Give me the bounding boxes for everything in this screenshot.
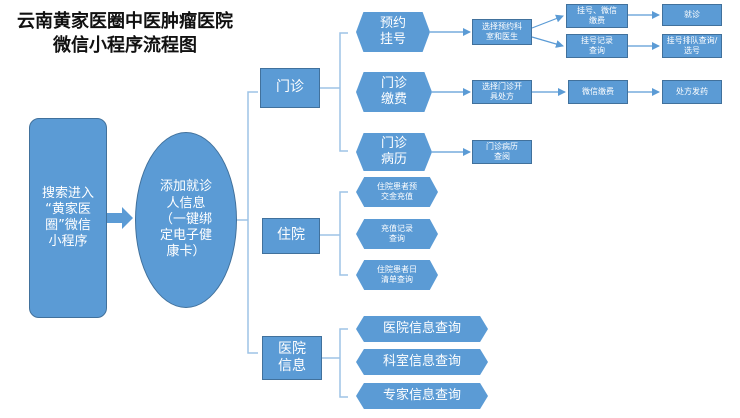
node-appointment: 预约 挂号 xyxy=(356,12,430,52)
node-dispense: 处方发药 xyxy=(662,80,722,104)
page-title: 云南黄家医圈中医肿瘤医院 微信小程序流程图 xyxy=(14,10,236,59)
node-select-dept: 选择预约科 室和医生 xyxy=(472,19,532,45)
node-wechat-pay: 微信缴费 xyxy=(568,80,628,104)
node-hospital-query: 医院信息查询 xyxy=(356,316,488,342)
node-start: 搜索进入 “黄家医 圈”微信 小程序 xyxy=(29,118,107,318)
bracket-inpatient xyxy=(339,191,348,276)
title-line-1: 云南黄家医圈中医肿瘤医院 xyxy=(17,11,233,32)
node-outpatient: 门诊 xyxy=(260,68,320,108)
node-daily-list: 住院患者日 清单查询 xyxy=(356,260,438,290)
bracket-outpatient xyxy=(339,32,348,152)
node-medical-record: 门诊 病历 xyxy=(356,133,432,171)
brackets xyxy=(236,32,348,398)
node-inpatient: 住院 xyxy=(262,218,320,254)
node-select-prescription: 选择门诊开 具处方 xyxy=(472,80,532,104)
node-dept-query: 科室信息查询 xyxy=(356,349,488,375)
arrows xyxy=(430,11,660,156)
node-record-query: 门诊病历 查阅 xyxy=(472,140,532,164)
arrow-select-to-record xyxy=(531,36,564,48)
node-deposit-topup: 住院患者预 交金充值 xyxy=(356,177,438,207)
bracket-main xyxy=(247,91,258,354)
node-expert-query: 专家信息查询 xyxy=(356,383,488,409)
title-line-2: 微信小程序流程图 xyxy=(53,35,197,57)
node-register-pay: 挂号、微信 缴费 xyxy=(566,4,628,28)
node-add-patient: 添加就诊 人信息 （一键绑 定电子健 康卡） xyxy=(135,132,237,308)
node-hospital-info: 医院 信息 xyxy=(262,336,322,380)
arrow-start-to-add xyxy=(107,207,133,229)
node-payment: 门诊 缴费 xyxy=(356,72,432,112)
node-queue-query: 挂号排队查询/ 选号 xyxy=(662,34,722,58)
node-topup-record: 充值记录 查询 xyxy=(356,219,438,249)
node-visit: 就诊 xyxy=(662,4,722,26)
node-register-record: 挂号记录 查询 xyxy=(566,34,628,58)
arrow-select-to-pay xyxy=(531,14,564,29)
bracket-info xyxy=(339,328,348,398)
